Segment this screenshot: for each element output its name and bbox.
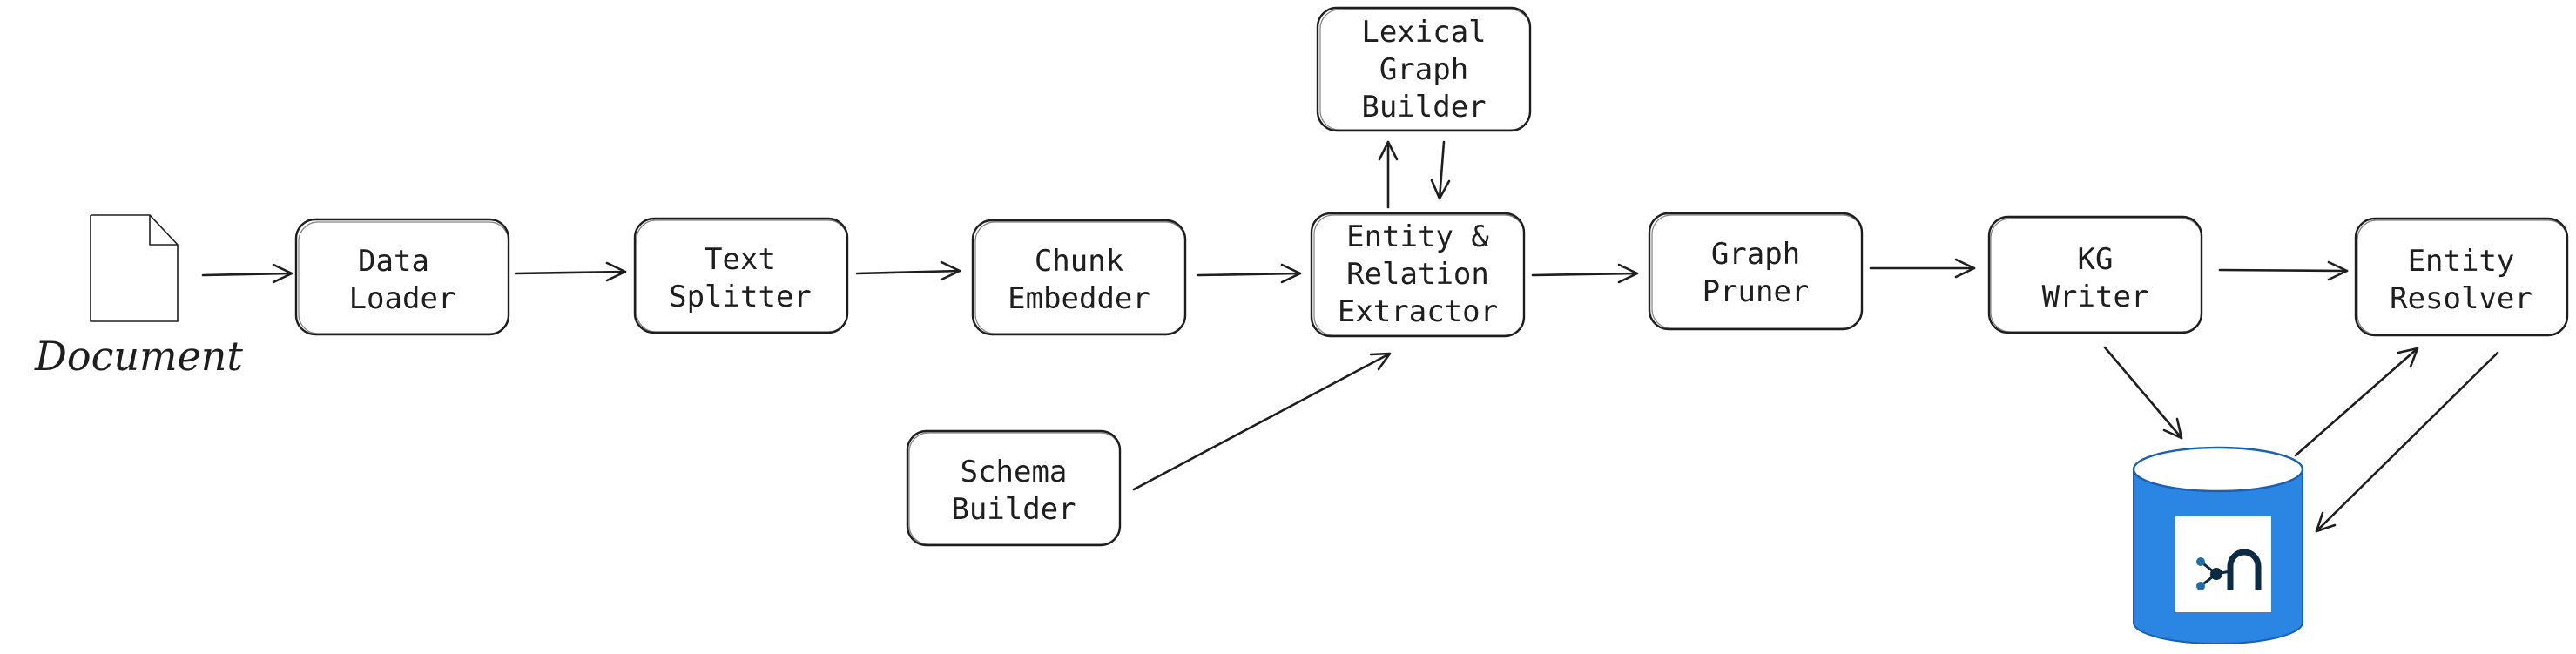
schema-builder-line-2: Builder: [951, 492, 1076, 527]
chunk-embedder-node[interactable]: Chunk Embedder: [971, 219, 1187, 336]
arrow-graph-pruner-to-kg-writer: [1869, 258, 1976, 279]
graph-pruner-line-1: Graph: [1711, 237, 1800, 272]
kg-writer-node[interactable]: KG Writer: [1987, 215, 2203, 334]
entity-relation-extractor-node[interactable]: Entity & Relation Extractor: [1310, 212, 1526, 338]
arrow-extractor-to-graph-pruner: [1531, 263, 1639, 284]
arrow-kg-writer-to-database: [2103, 346, 2183, 440]
arrow-entity-resolver-to-database: [2315, 351, 2499, 533]
entity-resolver-line-1: Entity: [2408, 244, 2515, 279]
lexical-graph-builder-line-3: Builder: [1361, 90, 1486, 125]
chunk-embedder-line-2: Embedder: [1008, 281, 1150, 316]
text-splitter-node[interactable]: Text Splitter: [633, 217, 849, 334]
lexical-graph-builder-line-1: Lexical: [1361, 15, 1486, 50]
arrow-document-to-data-loader: [201, 263, 293, 284]
arrow-database-to-entity-resolver: [2294, 347, 2419, 457]
text-splitter-line-1: Text: [705, 242, 776, 277]
schema-builder-node[interactable]: Schema Builder: [906, 429, 1122, 547]
extractor-line-1: Entity &: [1346, 219, 1489, 254]
document-icon: [90, 214, 179, 322]
arrow-extractor-to-lexical-builder: [1378, 140, 1399, 209]
kg-writer-line-2: Writer: [2042, 280, 2149, 314]
document-label: Document: [34, 333, 243, 380]
schema-builder-line-1: Schema: [961, 455, 1068, 489]
kg-writer-line-1: KG: [2078, 242, 2114, 277]
graph-pruner-line-2: Pruner: [1703, 274, 1810, 309]
entity-resolver-node[interactable]: Entity Resolver: [2354, 217, 2569, 337]
lexical-graph-builder-line-2: Graph: [1379, 52, 1468, 87]
data-loader-line-2: Loader: [349, 281, 456, 316]
arrow-kg-writer-to-entity-resolver: [2218, 260, 2349, 281]
arrow-text-splitter-to-chunk-embedder: [855, 260, 961, 281]
arrow-data-loader-to-text-splitter: [514, 261, 627, 282]
entity-resolver-line-2: Resolver: [2390, 281, 2532, 316]
arrow-schema-builder-to-extractor: [1132, 352, 1392, 491]
data-loader-line-1: Data: [358, 244, 429, 279]
graph-pruner-node[interactable]: Graph Pruner: [1648, 212, 1864, 331]
arrow-lexical-builder-to-extractor: [1430, 140, 1451, 200]
data-loader-node[interactable]: Data Loader: [294, 218, 510, 336]
chunk-embedder-line-1: Chunk: [1035, 244, 1123, 279]
neo4j-logo-icon: [2175, 516, 2271, 612]
lexical-graph-builder-node[interactable]: Lexical Graph Builder: [1316, 6, 1532, 132]
arrow-chunk-embedder-to-extractor: [1197, 263, 1302, 284]
extractor-line-3: Extractor: [1338, 294, 1498, 329]
graph-database-cylinder[interactable]: [2132, 446, 2304, 644]
text-splitter-line-2: Splitter: [669, 280, 812, 314]
extractor-line-2: Relation: [1346, 257, 1489, 292]
